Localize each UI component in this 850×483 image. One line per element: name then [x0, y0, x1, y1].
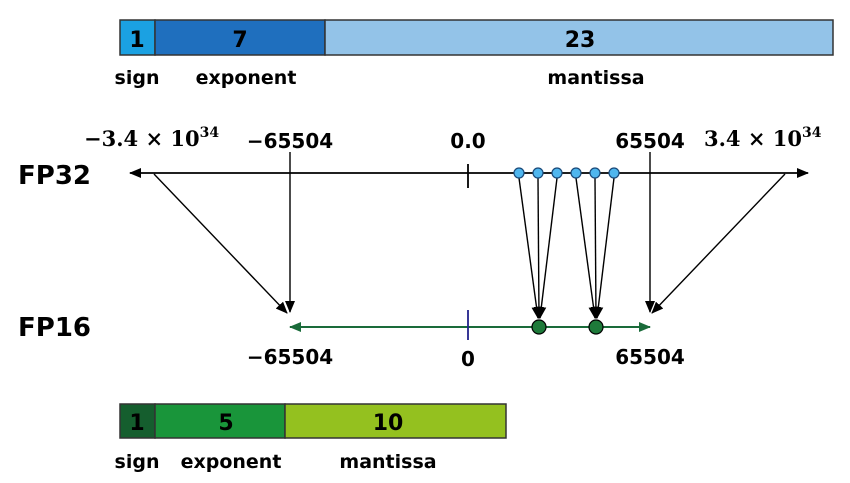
fp32-mantissa-bits: 23 — [565, 28, 596, 53]
fp16-exponent-bits: 5 — [218, 411, 233, 436]
fp32-sample-point — [513, 167, 525, 179]
fp32-exponent-label: exponent — [196, 67, 297, 89]
rounding-arrow-5 — [590, 177, 601, 319]
overflow-arrow-positive — [651, 173, 786, 314]
fp32-pos-max-label: 3.4 × 1034 — [704, 125, 822, 151]
fp32-row-label: FP32 — [18, 161, 91, 191]
fp16-representable-point — [531, 319, 547, 335]
fp16-mantissa-segment — [284, 403, 507, 439]
fp32-sample-point — [551, 167, 563, 179]
fp32-exponent-bits: 7 — [232, 28, 247, 53]
rounding-arrow-6 — [593, 177, 615, 319]
rounding-arrow-2 — [533, 177, 544, 319]
fp32-zero-label: 0.0 — [450, 129, 485, 153]
fp32-sample-point — [589, 167, 601, 179]
fp16-representable-point — [588, 319, 604, 335]
fp32-sign-segment — [119, 19, 156, 56]
fp32-format-bar: 1 7 23 — [119, 19, 834, 56]
fp32-sample-point — [532, 167, 544, 179]
overflow-arrow-negative — [153, 173, 288, 314]
fp16-mantissa-bits: 10 — [373, 411, 404, 436]
fp32-exponent-segment — [154, 19, 326, 56]
fp32-sample-point — [570, 167, 582, 179]
rounding-arrow-4 — [575, 177, 599, 319]
fp16-mantissa-label: mantissa — [339, 451, 436, 473]
fp16-neg-max-label: −65504 — [247, 345, 333, 369]
fp32-sample-point — [608, 167, 620, 179]
fp16-sign-label: sign — [115, 451, 160, 473]
rounding-arrow-1 — [518, 177, 542, 319]
fp32-sign-label: sign — [115, 67, 160, 89]
rounding-arrow-3 — [536, 177, 558, 319]
fp32-neg-fp16-max-label: −65504 — [247, 129, 333, 153]
fp16-pos-max-label: 65504 — [615, 345, 685, 369]
fp32-mantissa-segment — [324, 19, 834, 56]
fp32-mantissa-label: mantissa — [547, 67, 644, 89]
fp16-row-label: FP16 — [18, 313, 91, 343]
fp16-zero-label: 0 — [461, 347, 475, 371]
fp32-neg-max-label: −3.4 × 1034 — [84, 125, 219, 151]
fp32-pos-fp16-max-label: 65504 — [615, 129, 685, 153]
fp16-sign-bits: 1 — [129, 411, 144, 436]
fp16-exponent-label: exponent — [181, 451, 282, 473]
fp16-format-bar: 1 5 10 — [119, 403, 507, 439]
fp32-sign-bits: 1 — [129, 28, 144, 53]
